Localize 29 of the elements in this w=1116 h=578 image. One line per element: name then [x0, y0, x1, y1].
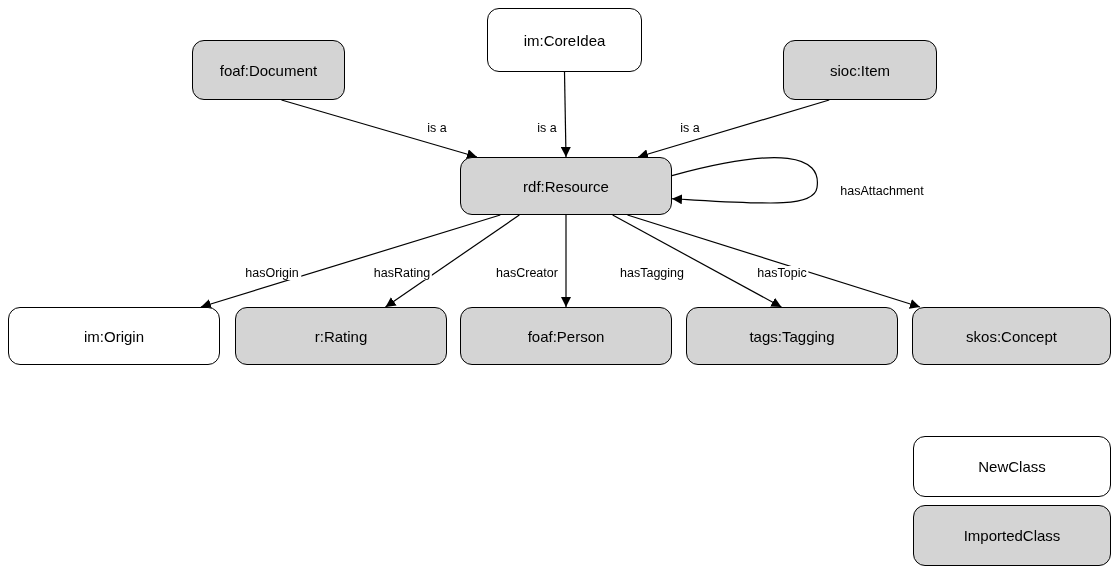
legend-text: NewClass — [978, 458, 1046, 475]
legend-text: ImportedClass — [963, 527, 1061, 544]
edge-label: hasCreator — [494, 266, 560, 280]
class-box: foaf:Person — [460, 307, 672, 365]
arrow — [626, 214, 921, 309]
arrow — [671, 157, 818, 205]
arrow — [384, 214, 520, 308]
arrow — [200, 214, 501, 309]
class-box: tags:Tagging — [686, 307, 898, 365]
edge-label: hasOrigin — [243, 266, 301, 280]
edge-label: is a — [425, 121, 449, 135]
edge-label: hasAttachment — [838, 184, 926, 198]
arrow — [280, 99, 478, 159]
class-box: sioc:Item — [783, 40, 937, 100]
class-box: rdf:Resource — [460, 157, 672, 215]
class-box: im:CoreIdea — [487, 8, 642, 72]
edge-label: hasTagging — [618, 266, 686, 280]
edge-label: is a — [678, 121, 702, 135]
arrow — [612, 214, 782, 308]
class-box: foaf:Document — [192, 40, 345, 100]
arrow — [561, 214, 571, 308]
class-box: skos:Concept — [912, 307, 1111, 365]
edge-label: hasRating — [371, 266, 433, 280]
edge-label: is a — [535, 121, 559, 135]
class-box: r:Rating — [235, 307, 447, 365]
class-box: im:Origin — [8, 307, 220, 365]
edge-label: hasTopic — [755, 266, 809, 280]
arrow — [560, 71, 571, 158]
arrow — [637, 99, 830, 159]
